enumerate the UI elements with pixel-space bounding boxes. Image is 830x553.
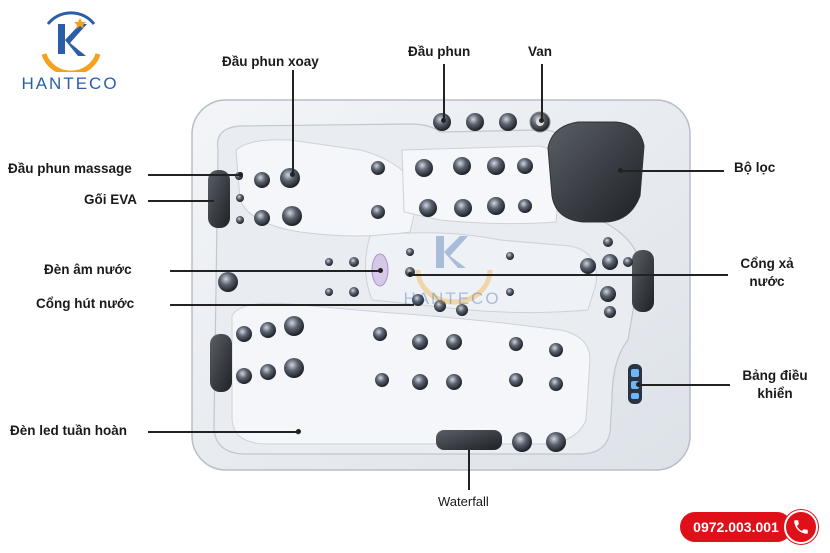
- leader-dot: [441, 118, 446, 123]
- leader-dot: [408, 272, 413, 277]
- label-bo-loc: Bộ lọc: [734, 160, 776, 175]
- leader-den-am-nuoc: [170, 270, 380, 272]
- label-cong-xa-nuoc-line2: nước: [749, 274, 785, 289]
- phone-contact[interactable]: 0972.003.001: [680, 510, 820, 544]
- label-cong-xa-nuoc-line1: Cổng xả: [740, 256, 794, 271]
- label-goi-eva: Gối EVA: [84, 192, 138, 207]
- leader-den-led: [148, 431, 298, 433]
- brand-name: HANTECO: [21, 74, 119, 93]
- label-van: Van: [528, 44, 553, 59]
- watermark-logo-icon: [415, 236, 493, 305]
- leader-dot: [290, 172, 295, 177]
- leader-dau-phun-xoay: [292, 70, 294, 174]
- hanteco-logo: HANTECO: [8, 10, 128, 93]
- leader-dot: [238, 172, 243, 177]
- leader-cong-xa-nuoc: [410, 274, 728, 276]
- leader-dot: [636, 382, 641, 387]
- label-bang-dieu-khien-line2: khiển: [757, 386, 793, 401]
- label-bang-dieu-khien-line1: Bảng điều: [742, 368, 808, 383]
- phone-number[interactable]: 0972.003.001: [680, 512, 792, 542]
- label-cong-hut-nuoc: Cổng hút nước: [36, 296, 135, 311]
- logo-mark-icon: [41, 11, 101, 72]
- leader-dot: [539, 118, 544, 123]
- leader-dot: [296, 429, 301, 434]
- phone-button[interactable]: [784, 510, 818, 544]
- leader-van: [541, 64, 543, 122]
- leader-bo-loc: [620, 170, 724, 172]
- label-waterfall: Waterfall: [438, 494, 489, 509]
- leader-waterfall: [468, 450, 470, 490]
- label-dau-phun-xoay: Đầu phun xoay: [222, 54, 319, 69]
- leader-cong-hut-nuoc: [170, 304, 414, 306]
- watermark-text: HANTECO: [403, 289, 500, 308]
- label-den-led-tuan-hoan: Đèn led tuần hoàn: [10, 423, 128, 438]
- phone-icon: [794, 520, 808, 534]
- leader-dot: [618, 168, 623, 173]
- leader-dau-phun-massage: [148, 174, 240, 176]
- label-den-am-nuoc: Đèn âm nước: [44, 262, 132, 277]
- label-dau-phun-massage: Đầu phun massage: [8, 161, 132, 176]
- label-dau-phun: Đầu phun: [408, 44, 471, 59]
- leader-goi-eva: [148, 200, 214, 202]
- top-jet-row: [433, 111, 551, 133]
- leader-bang-dieu-khien: [638, 384, 730, 386]
- leader-dau-phun: [443, 64, 445, 122]
- leader-dot: [378, 268, 383, 273]
